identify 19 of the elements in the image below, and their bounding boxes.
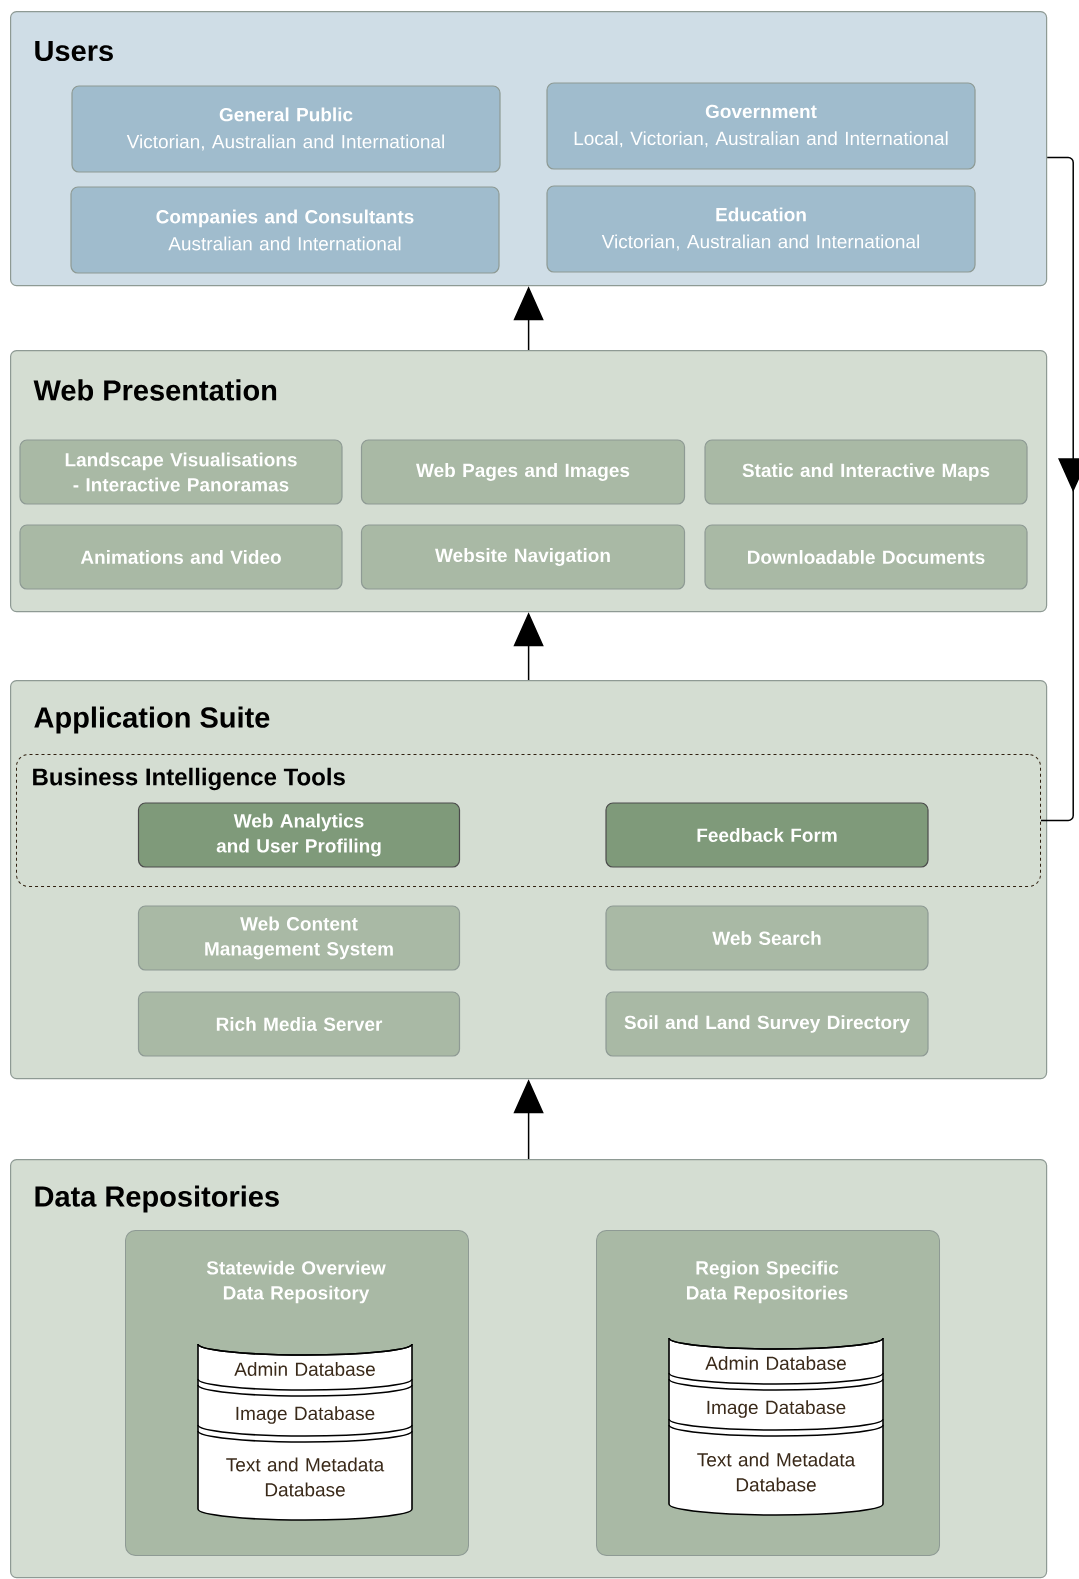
- component-box: Animations and Video: [19, 524, 343, 590]
- component-box: Static and Interactive Maps: [704, 439, 1028, 505]
- component-box: Feedback Form: [605, 802, 929, 868]
- user-group-box: Companies and Consultants Australian and International: [70, 186, 500, 274]
- component-box: Web Analytics and User Profiling: [137, 802, 461, 868]
- component-box: Web Pages and Images: [360, 439, 686, 505]
- component-box: Downloadable Documents: [704, 524, 1028, 590]
- component-box: Website Navigation: [360, 524, 686, 590]
- user-group-box: General Public Victorian, Australian and International: [71, 85, 501, 173]
- component-box: Web Content Management System: [137, 905, 461, 971]
- database-cylinder: Admin Database Image Database Text and Metadata Database: [197, 1343, 413, 1521]
- component-box: Soil and Land Survey Directory: [605, 991, 929, 1057]
- component-box: Rich Media Server: [137, 991, 461, 1057]
- user-group-box: Government Local, Victorian, Australian and International: [546, 82, 976, 170]
- component-box: Web Search: [605, 905, 929, 971]
- user-group-box: Education Victorian, Australian and International: [546, 185, 976, 273]
- database-cylinder: Admin Database Image Database Text and Metadata Database: [668, 1337, 884, 1516]
- component-box: Landscape Visualisations - Interactive Panoramas: [19, 439, 343, 505]
- arrow: [1040, 156, 1079, 822]
